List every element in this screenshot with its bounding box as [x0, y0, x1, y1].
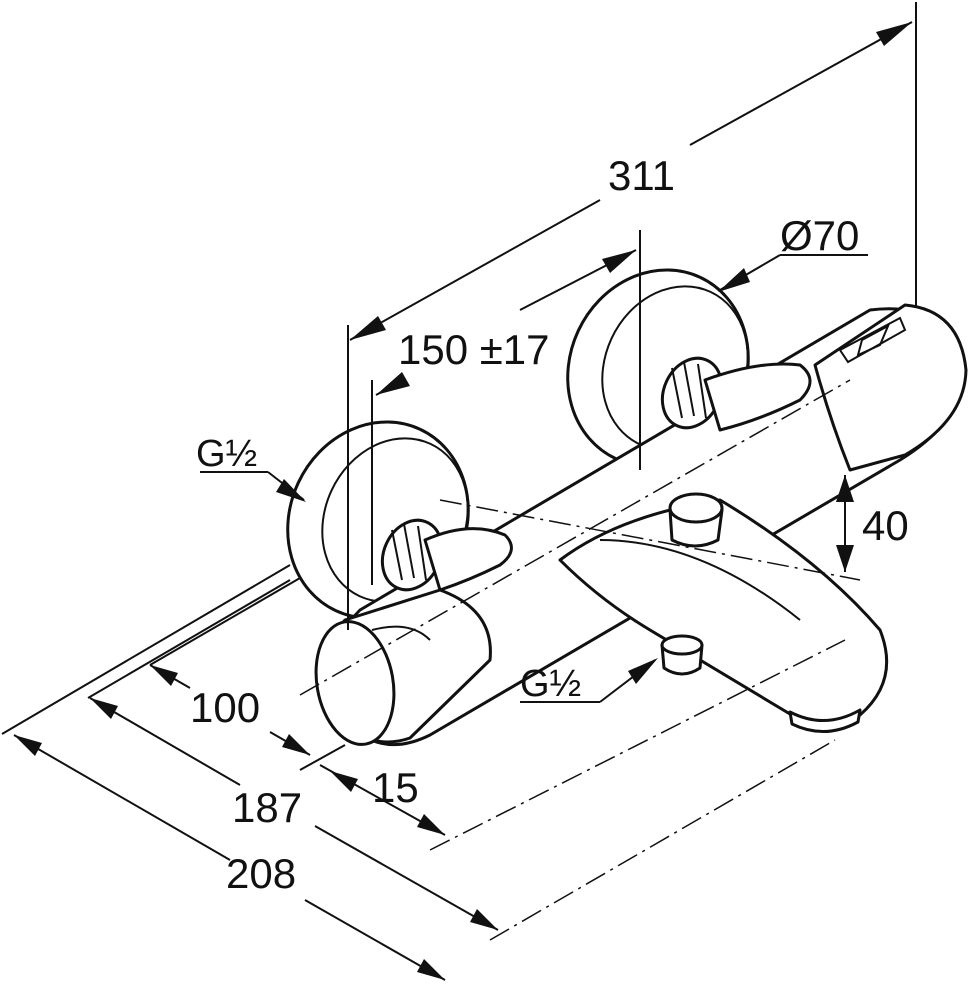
spout-outlet — [788, 708, 862, 734]
dim-15-label: 15 — [372, 764, 419, 811]
dim-g-outlet-label: G½ — [520, 663, 581, 705]
dim-187-label: 187 — [232, 784, 302, 831]
diverter-knob — [668, 492, 724, 548]
outlet-connector — [660, 634, 704, 676]
dim-center-distance-label: 150 ±17 — [398, 326, 550, 373]
left-handle — [314, 588, 492, 746]
dim-40-label: 40 — [862, 502, 909, 549]
dim-208-label: 208 — [226, 850, 296, 897]
faucet-body — [286, 268, 968, 747]
dim-g-left-label: G½ — [196, 433, 257, 475]
center-lines — [299, 379, 861, 941]
right-thermostat-handle — [813, 303, 968, 472]
right-arm — [703, 362, 812, 432]
dim-diameter-label: Ø70 — [780, 212, 859, 259]
spout-highlight — [599, 539, 801, 621]
dim-311-label: 311 — [608, 152, 675, 199]
watermark-text: catalog.onliner.by — [788, 965, 905, 982]
left-arm — [423, 527, 513, 592]
dim-100-label: 100 — [190, 684, 260, 731]
dimension-lines — [1, 2, 917, 981]
